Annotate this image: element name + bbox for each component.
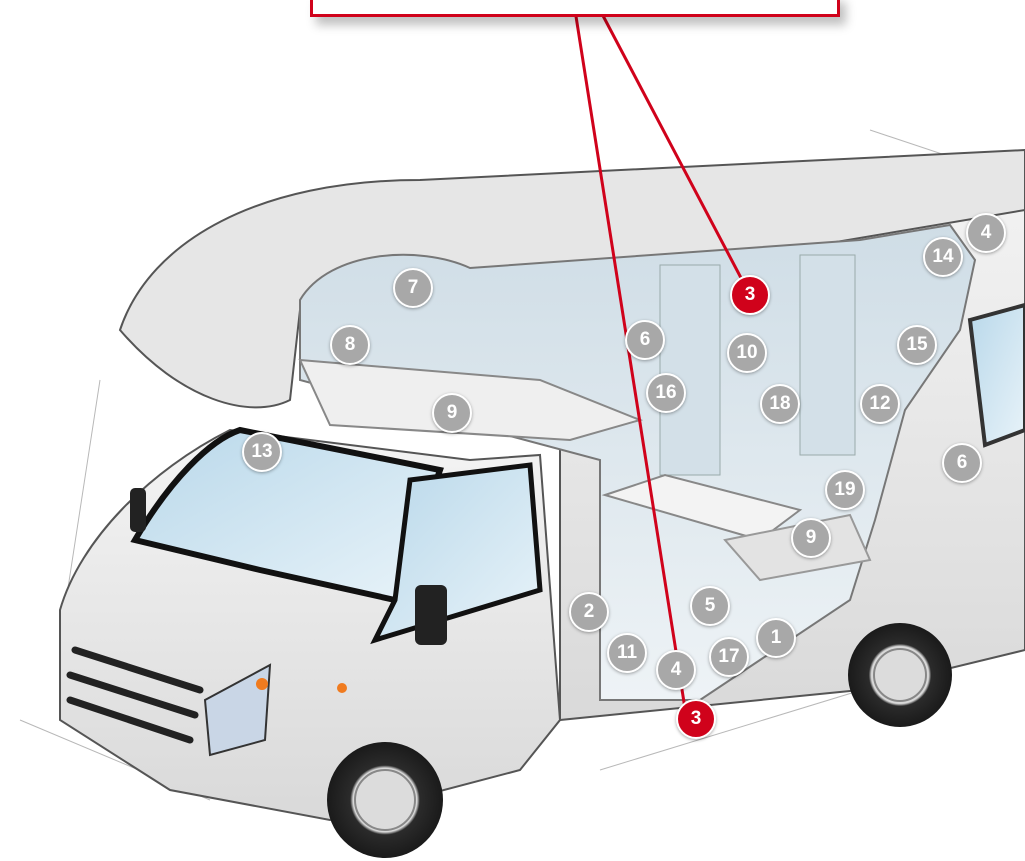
front-wheel bbox=[327, 742, 443, 858]
indicator-light bbox=[256, 678, 268, 690]
marker-7[interactable]: 7 bbox=[393, 268, 433, 308]
callout-box bbox=[310, 0, 840, 17]
interior-panel bbox=[660, 265, 720, 475]
side-indicator-light bbox=[337, 683, 347, 693]
marker-8[interactable]: 8 bbox=[330, 325, 370, 365]
marker-19[interactable]: 19 bbox=[825, 470, 865, 510]
rear-wheel bbox=[848, 623, 952, 727]
marker-9[interactable]: 9 bbox=[791, 518, 831, 558]
marker-9[interactable]: 9 bbox=[432, 393, 472, 433]
marker-4[interactable]: 4 bbox=[966, 213, 1006, 253]
marker-14[interactable]: 14 bbox=[923, 237, 963, 277]
marker-6[interactable]: 6 bbox=[942, 443, 982, 483]
marker-17[interactable]: 17 bbox=[709, 637, 749, 677]
wing-mirror bbox=[415, 585, 447, 645]
marker-3[interactable]: 3 bbox=[676, 699, 716, 739]
marker-15[interactable]: 15 bbox=[897, 325, 937, 365]
marker-2[interactable]: 2 bbox=[569, 592, 609, 632]
marker-16[interactable]: 16 bbox=[646, 373, 686, 413]
marker-10[interactable]: 10 bbox=[727, 333, 767, 373]
marker-4[interactable]: 4 bbox=[656, 650, 696, 690]
marker-3[interactable]: 3 bbox=[730, 275, 770, 315]
marker-11[interactable]: 11 bbox=[607, 633, 647, 673]
marker-5[interactable]: 5 bbox=[690, 586, 730, 626]
interior-panel bbox=[800, 255, 855, 455]
wing-mirror-left bbox=[130, 488, 146, 532]
marker-18[interactable]: 18 bbox=[760, 384, 800, 424]
marker-6[interactable]: 6 bbox=[625, 320, 665, 360]
marker-13[interactable]: 13 bbox=[242, 432, 282, 472]
marker-12[interactable]: 12 bbox=[860, 384, 900, 424]
marker-1[interactable]: 1 bbox=[756, 618, 796, 658]
